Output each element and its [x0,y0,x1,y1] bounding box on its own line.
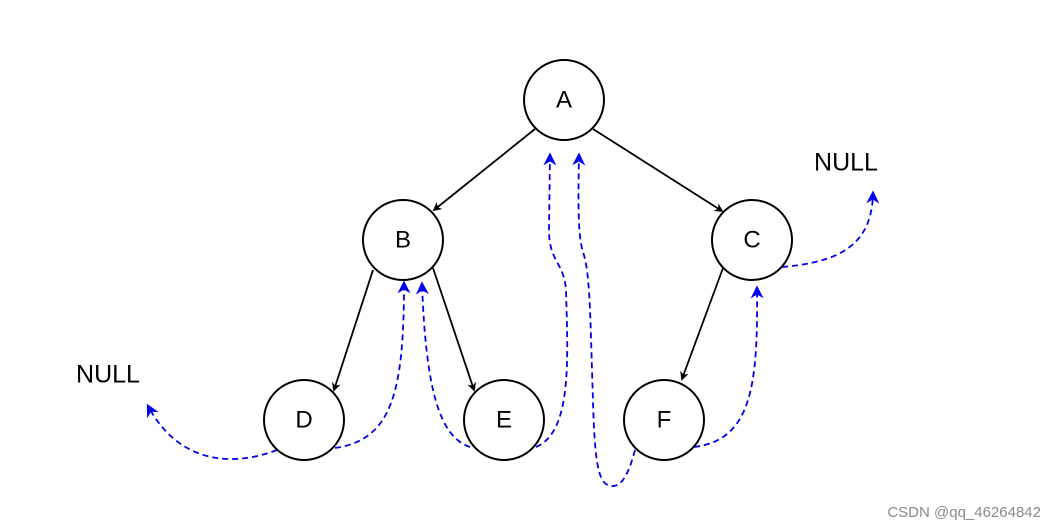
watermark: CSDN @qq_46264842 [887,504,1041,521]
node-e-label: E [496,406,512,433]
thread-e-a [535,152,569,448]
edge-b-d [331,269,374,392]
node-d-label: D [295,406,312,433]
node-a: A [523,59,605,141]
node-d-circle [263,379,345,461]
thread-e-b [415,281,471,448]
thread-f-a [572,152,636,487]
node-f-circle [623,379,705,461]
node-b-label: B [395,226,411,253]
node-c-label: C [743,226,760,253]
node-a-circle [523,59,605,141]
node-f: F [623,379,705,461]
edge-a-b [432,128,536,212]
node-c-circle [711,199,793,281]
node-f-label: F [657,406,672,433]
thread-c-null [781,190,880,268]
thread-edges [146,152,880,487]
node-b: B [362,199,444,281]
edge-c-f [680,267,724,381]
null-label-right: NULL [814,149,878,177]
edge-a-c [592,128,724,212]
null-label-left: NULL [76,361,140,389]
node-d: D [263,379,345,461]
node-e: E [463,379,545,461]
node-b-circle [362,199,444,281]
edge-b-e [432,267,476,392]
thread-d-null [146,403,278,460]
thread-d-b [334,280,411,449]
node-c: C [711,199,793,281]
node-e-circle [463,379,545,461]
node-a-label: A [556,86,572,113]
thread-f-c [693,285,764,448]
tree-edges [331,128,724,392]
